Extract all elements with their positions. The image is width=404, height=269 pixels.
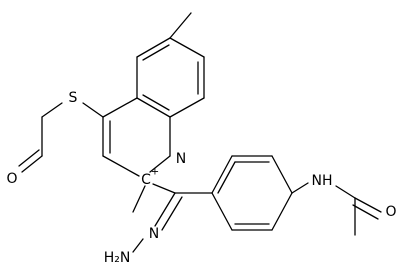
atom-label-amide-nh: NH (312, 173, 333, 189)
bond (136, 97, 171, 118)
bond (154, 192, 176, 227)
bond (152, 183, 176, 194)
atom-label-aldehyde-oxygen: O (6, 171, 17, 187)
bond (142, 94, 170, 111)
bond (335, 185, 356, 199)
bond (169, 97, 205, 118)
bond (102, 97, 138, 118)
bond (136, 37, 171, 58)
charge-symbol: + (151, 167, 159, 178)
atom-labels: S O N C + NH O N H₂N (6, 90, 396, 266)
bond (271, 155, 293, 194)
bond (211, 155, 233, 194)
atom-label-charged-carbon: C (141, 172, 151, 188)
bond (217, 161, 236, 194)
atom-label-sulfur: S (69, 90, 78, 106)
atom-label-hydrazone-nitrogen: N (149, 226, 159, 242)
bond (149, 155, 171, 173)
bond (169, 37, 205, 58)
bond (354, 197, 382, 213)
bond (211, 192, 233, 231)
bond (169, 12, 192, 39)
bond (291, 182, 309, 194)
atom-label-ring-nitrogen: N (176, 151, 186, 167)
bond (21, 155, 43, 173)
bond (142, 44, 170, 61)
atom-label-terminal-amine: H₂N (104, 250, 131, 266)
bond (161, 196, 183, 231)
bond (132, 185, 146, 213)
bond (41, 102, 63, 118)
bond (271, 192, 293, 231)
bond (132, 238, 144, 253)
bond (18, 149, 40, 167)
bond (82, 102, 104, 118)
bond (352, 204, 379, 220)
atom-label-amide-oxygen: O (385, 204, 396, 220)
bond (102, 155, 140, 177)
bond-lines (18, 12, 382, 253)
